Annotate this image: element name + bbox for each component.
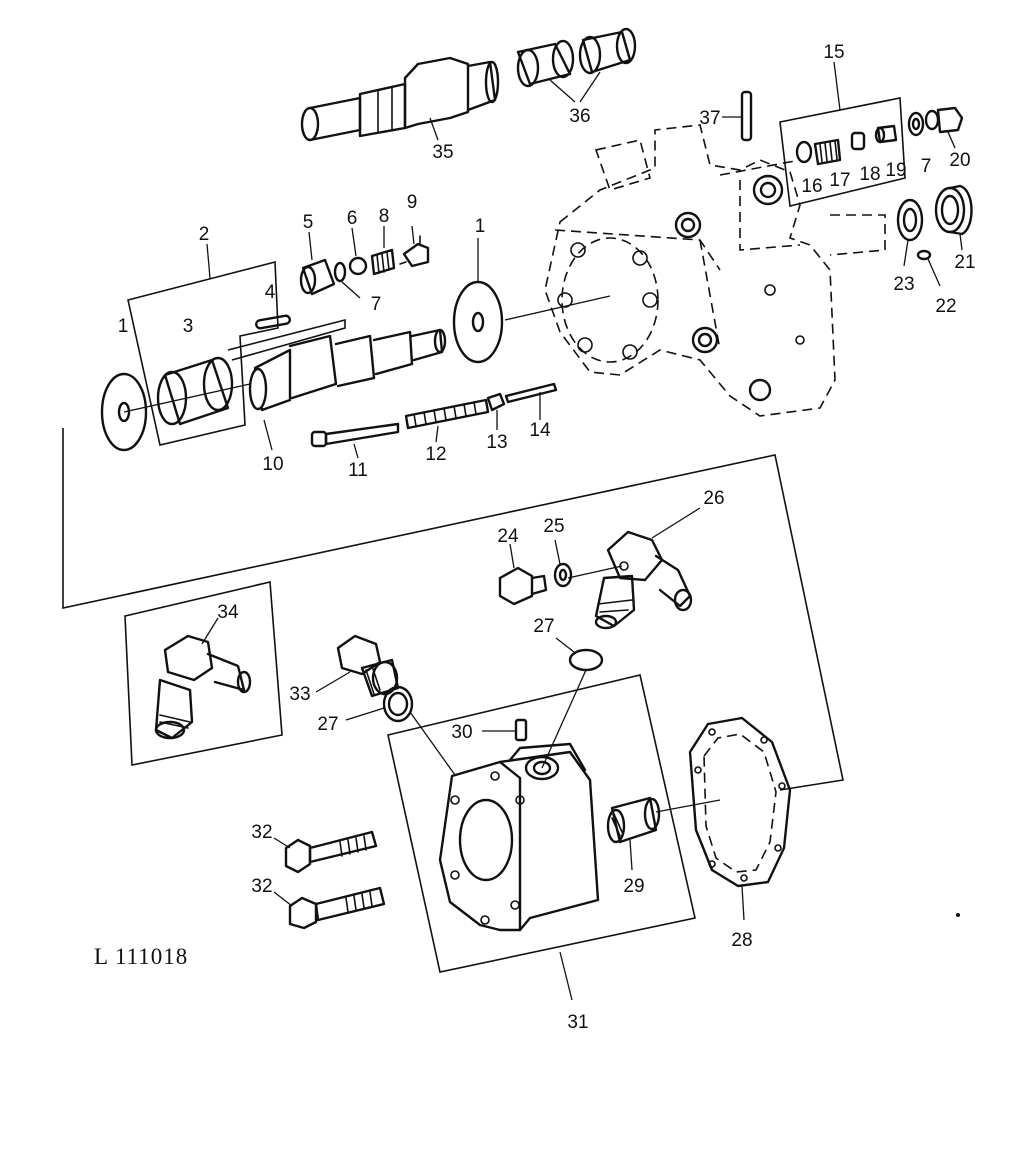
leader-31-to-28: [655, 799, 721, 813]
callout-19: 19: [885, 160, 906, 181]
part-31-housing: [438, 669, 600, 932]
part-24-bolt: [498, 543, 548, 606]
callout-3: 3: [183, 316, 194, 337]
callout-2: 2: [199, 224, 210, 245]
part-11-bolt: [310, 422, 400, 459]
group-outline: [62, 428, 844, 791]
part-28-gasket: [688, 716, 792, 921]
callout-27-upper: 27: [533, 616, 554, 637]
callout-37: 37: [699, 108, 720, 129]
callout-20: 20: [949, 150, 970, 171]
callout-25: 25: [543, 516, 564, 537]
part-27-oring-upper: [555, 637, 604, 672]
callout-23: 23: [893, 274, 914, 295]
part-21-seal: [934, 184, 973, 251]
part-10-spool: [227, 318, 447, 412]
pump-housing: [544, 124, 886, 417]
callout-1-right: 1: [475, 216, 486, 237]
callout-13: 13: [486, 432, 507, 453]
part-2-box: [127, 243, 279, 446]
callout-21: 21: [954, 252, 975, 273]
callout-22: 22: [935, 296, 956, 317]
callout-7-right: 7: [921, 156, 932, 177]
callout-27-lower: 27: [317, 714, 338, 735]
callout-11: 11: [348, 460, 368, 481]
callout-36: 36: [569, 106, 590, 127]
part-7-washer-right: [907, 111, 925, 137]
part-15-box: [779, 61, 906, 207]
part-32-bolt-lower: [273, 886, 386, 930]
callout-14: 14: [529, 420, 551, 441]
callout-18: 18: [859, 164, 880, 185]
callout-labels: 35 36 37 15 16 17 18 19 7 20 21 23 22 2 …: [118, 42, 976, 1033]
part-32-bolt-upper: [273, 830, 378, 874]
part-6-ball: [348, 227, 368, 276]
part-30-plug: [482, 718, 528, 742]
callout-35: 35: [432, 142, 453, 163]
callout-8: 8: [379, 206, 390, 227]
part-27-oring-lower: [345, 685, 456, 776]
callout-32-upper: 32: [251, 822, 272, 843]
part-22-ring: [916, 249, 941, 287]
part-34-box: [124, 581, 283, 766]
part-37-pin: [722, 90, 753, 142]
part-9-retainer: [399, 225, 430, 268]
part-1-disc-right: [452, 238, 504, 364]
callout-7-left: 7: [371, 294, 382, 315]
callout-26: 26: [703, 488, 724, 509]
part-31-box: [387, 674, 696, 1001]
callout-29: 29: [623, 876, 644, 897]
callout-28: 28: [731, 930, 752, 951]
part-35-shaft: [300, 56, 500, 142]
callout-5: 5: [303, 212, 314, 233]
callout-15: 15: [823, 42, 844, 63]
part-25-washer: [553, 539, 573, 588]
callout-10: 10: [262, 454, 283, 475]
part-13-poppet: [486, 392, 506, 430]
figure-code: L 111018: [94, 944, 188, 969]
stray-dot: [956, 913, 960, 917]
part-7-oring-left: [333, 261, 361, 299]
callout-9: 9: [407, 192, 418, 213]
part-23-seal: [896, 198, 924, 267]
callout-34: 34: [217, 602, 239, 623]
callout-17: 17: [829, 170, 850, 191]
part-5-plug: [299, 231, 336, 296]
part-12-spring: [404, 398, 490, 443]
part-20-plug: [924, 106, 964, 149]
part-8-spring: [370, 226, 396, 276]
part-4-key: [254, 314, 292, 330]
callout-32-lower: 32: [251, 876, 272, 897]
callout-16: 16: [801, 176, 822, 197]
part-33-fitting: [315, 634, 400, 698]
part-14-rod: [504, 382, 558, 420]
part-36-bushings: [516, 27, 637, 103]
part-26-elbow: [567, 507, 701, 630]
callout-33: 33: [289, 684, 310, 705]
callout-31: 31: [567, 1012, 588, 1033]
callout-1-left: 1: [118, 316, 129, 337]
callout-6: 6: [347, 208, 358, 229]
part-1-disc-left: [100, 372, 148, 452]
callout-24: 24: [497, 526, 519, 547]
part-29-bearing: [606, 796, 661, 871]
callout-12: 12: [425, 444, 446, 465]
callout-4: 4: [265, 282, 276, 303]
callout-30: 30: [451, 722, 472, 743]
